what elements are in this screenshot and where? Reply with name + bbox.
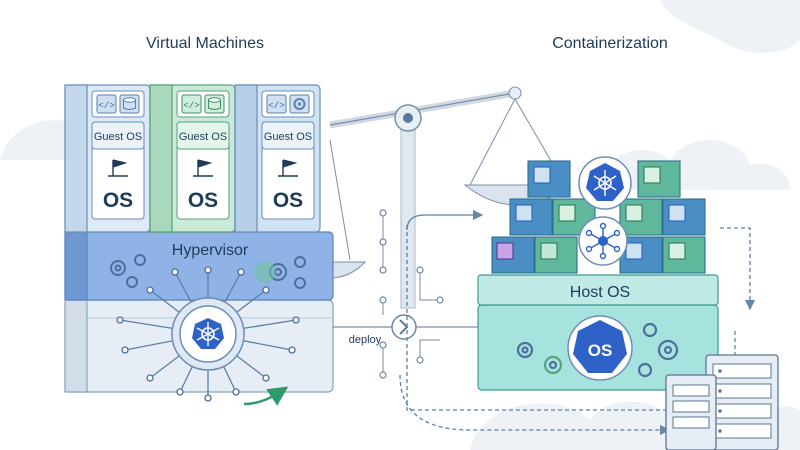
container-stack: Host OS OS — [477, 156, 719, 391]
vm-card: </> Guest OS OS — [234, 84, 321, 233]
hierarchy-icon — [540, 242, 558, 260]
flow-arrow — [243, 386, 289, 406]
hypervisor-label: Hypervisor — [172, 242, 249, 259]
kubernetes-icon — [578, 156, 632, 210]
leaf-icon — [668, 242, 686, 260]
host-os-label: Host OS — [570, 284, 630, 301]
database-icon — [119, 94, 140, 114]
gear-icon — [110, 254, 306, 289]
flag-icon — [108, 159, 128, 177]
shield-icon — [625, 242, 643, 260]
code-icon — [533, 166, 551, 184]
flag-icon — [278, 159, 298, 177]
gear-icon — [289, 94, 310, 114]
svg-text:</>: </> — [268, 101, 284, 111]
hierarchy-icon — [643, 166, 661, 184]
code-icon — [266, 94, 287, 114]
vm-os-label: OS — [188, 189, 218, 212]
network-hub-icon — [578, 216, 628, 266]
host-os-layer — [477, 274, 719, 306]
flag-icon — [193, 159, 213, 177]
vm-os-label: OS — [103, 189, 133, 212]
chevron-right-icon — [391, 314, 417, 340]
guest-os-label: Guest OS — [94, 131, 142, 143]
deploy-label: deploy — [349, 334, 382, 346]
os-badge: OS — [567, 315, 633, 381]
vm-os-label: OS — [273, 189, 303, 212]
shield-icon — [668, 204, 686, 222]
code-icon — [96, 94, 117, 114]
network-icon — [558, 204, 576, 222]
vm-card: </> Guest OS OS — [149, 84, 236, 233]
container-cubes — [491, 160, 706, 274]
vm-stack: Hypervisor — [64, 84, 334, 406]
server-rack — [665, 354, 779, 450]
guest-os-label: Guest OS — [264, 131, 312, 143]
code-icon — [515, 204, 533, 222]
kubernetes-hub — [116, 266, 300, 402]
guest-os-label: Guest OS — [179, 131, 227, 143]
database-icon — [204, 94, 225, 114]
database-icon — [625, 204, 643, 222]
code-icon — [496, 242, 514, 260]
vm-card: </> Guest OS OS — [64, 84, 151, 233]
svg-text:</>: </> — [183, 101, 199, 111]
svg-text:</>: </> — [98, 101, 114, 111]
os-badge-label: OS — [588, 341, 613, 360]
containerization-title: Containerization — [552, 35, 668, 52]
code-icon — [181, 94, 202, 114]
gear-icon — [516, 322, 679, 378]
vm-title: Virtual Machines — [146, 35, 264, 52]
